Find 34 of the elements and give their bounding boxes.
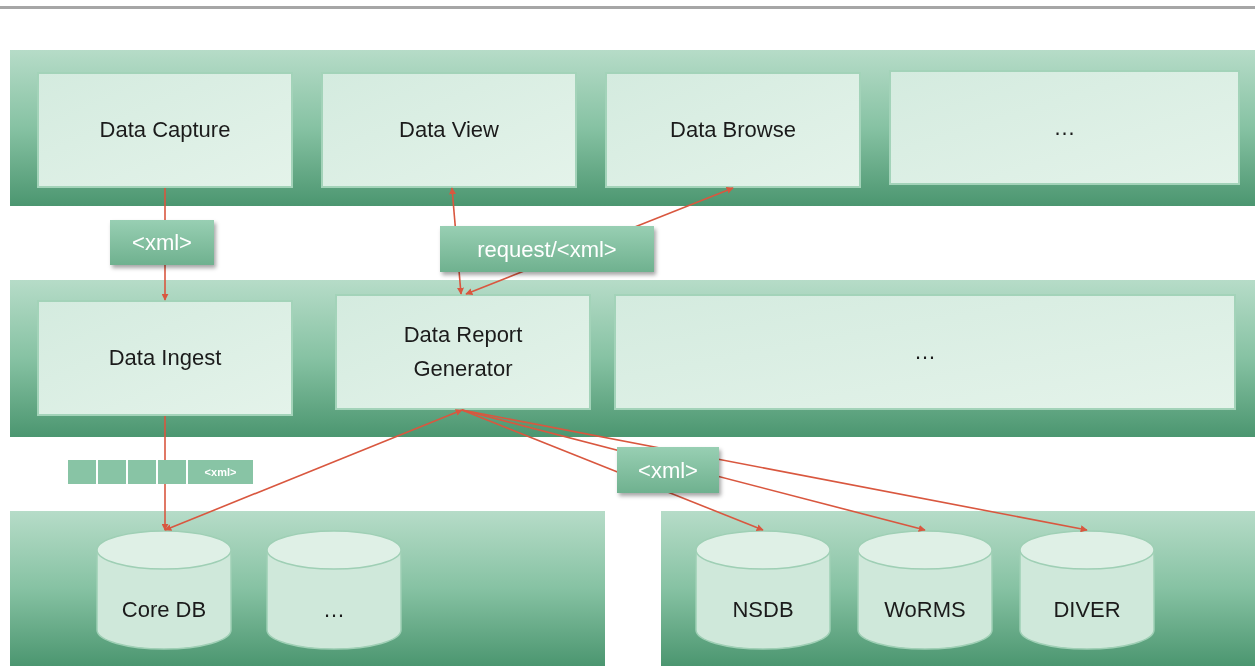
node-label: …: [1052, 113, 1077, 142]
layer-band: [661, 511, 1255, 666]
database-cylinder: [266, 530, 402, 650]
component-box: [335, 294, 591, 410]
node-label: Data View: [398, 116, 500, 144]
node-label: DIVER: [1052, 596, 1122, 624]
node-label: …: [322, 596, 346, 624]
component-box: [321, 72, 577, 188]
node-label: …: [913, 338, 937, 366]
layer-band: [10, 511, 605, 666]
node-label: Data Capture: [98, 116, 232, 144]
arrow: [164, 409, 463, 531]
database-cylinder: [96, 530, 232, 650]
component-box: [37, 72, 293, 188]
node-label: WoRMS: [883, 596, 967, 624]
component-box: [614, 294, 1236, 410]
database-cylinder: [857, 530, 993, 650]
layer-band: [10, 50, 1255, 206]
edge-label: <xml>: [203, 464, 238, 480]
layer-band: [10, 280, 1255, 437]
arrow: [461, 409, 1088, 533]
edge-label: request/<xml>: [440, 226, 654, 272]
database-cylinder: [1019, 530, 1155, 650]
component-box: [37, 300, 293, 416]
node-label: NSDB: [731, 596, 795, 624]
component-box: [889, 70, 1240, 185]
database-cylinder: [695, 530, 831, 650]
node-label: Core DB: [120, 596, 208, 624]
edge-label: <xml>: [110, 220, 214, 265]
node-label: Data Report Generator: [402, 321, 524, 383]
edge-label: <xml>: [617, 447, 719, 493]
node-label: Data Ingest: [107, 344, 223, 372]
component-box: [605, 72, 861, 188]
node-label: Data Browse: [669, 116, 797, 144]
